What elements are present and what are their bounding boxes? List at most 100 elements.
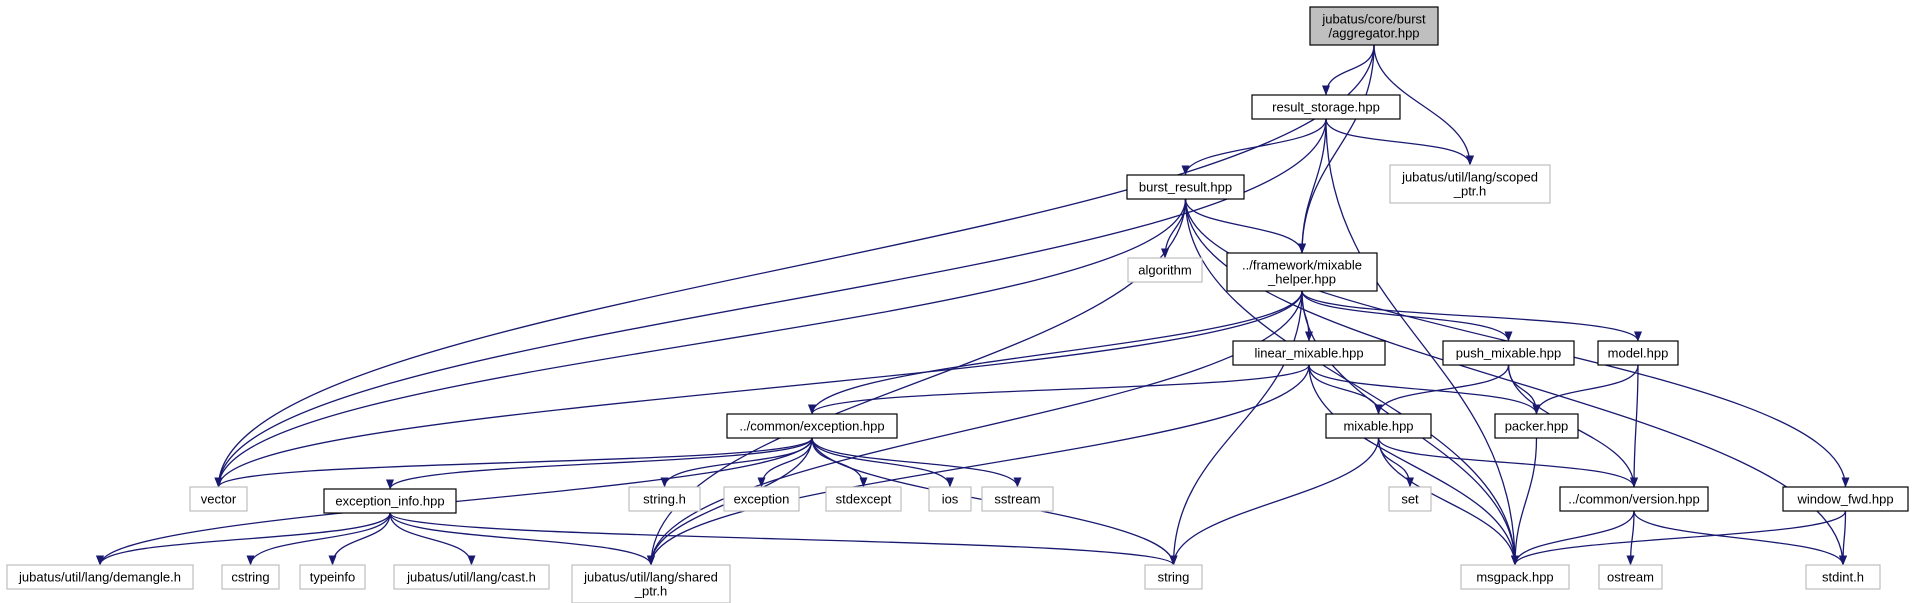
node-std-exception: exception [723,486,800,512]
edge-burst_result-to-algorithm [1161,198,1187,259]
node-mixable[interactable]: mixable.hpp [1325,413,1432,439]
node-cast: jubatus/util/lang/cast.h [393,564,550,590]
edge-version-to-ostream [1626,510,1635,566]
node-label: stdexcept [836,492,892,507]
edge-mixable-to-version [1377,437,1638,488]
node-label: string.h [643,492,686,507]
node-label: string [1158,570,1190,585]
edge-version-to-msgpack [1511,510,1635,566]
node-box [1126,174,1245,200]
node-box [1460,564,1570,590]
node-label: jubatus/util/lang/shared [583,570,718,585]
node-typeinfo: typeinfo [299,564,366,590]
node-label: mixable.hpp [1343,419,1413,434]
node-label: exception [734,492,790,507]
node-label: vector [201,492,237,507]
node-label: ../framework/mixable [1242,258,1362,273]
node-box [726,413,898,439]
node-box [299,564,366,590]
edge-result_storage-to-mixable_helper [1298,118,1327,254]
edge-mixable_helper-to-vector [214,290,1303,488]
node-push-mixable[interactable]: push_mixable.hpp [1442,340,1575,366]
edge-aggregator-to-scoped_ptr [1373,44,1474,166]
edge-window_fwd-to-msgpack [1511,510,1847,566]
node-aggregator[interactable]: jubatus/core/burst/aggregator.hpp [1309,6,1439,46]
node-window-fwd[interactable]: window_fwd.hpp [1782,486,1909,512]
edge-window_fwd-to-stdint [1839,510,1848,566]
node-label: ostream [1607,570,1654,585]
node-exception[interactable]: ../common/exception.hpp [726,413,898,439]
node-label: model.hpp [1608,346,1669,361]
edge-exception_info-to-typeinfo [328,512,391,566]
node-label: burst_result.hpp [1139,180,1232,195]
edge-push_mixable-to-packer [1507,364,1541,415]
node-label: set [1401,492,1419,507]
node-box [1389,164,1551,204]
node-sstream: sstream [981,486,1054,512]
edge-push_mixable-to-mixable [1374,364,1510,415]
node-box [1598,564,1663,590]
node-box [1226,252,1378,292]
edge-exception_info-to-demangle [96,512,391,566]
node-box [1144,564,1203,590]
edge-mixable_helper-to-string [1169,290,1303,566]
edge-linear_mixable-to-exception [808,364,1310,415]
node-label: jubatus/core/burst [1321,12,1426,27]
node-set: set [1388,486,1432,512]
node-burst-result[interactable]: burst_result.hpp [1126,174,1245,200]
node-result-storage[interactable]: result_storage.hpp [1251,94,1401,120]
node-label: typeinfo [310,570,356,585]
edge-linear_mixable-to-packer [1308,364,1541,415]
node-version[interactable]: ../common/version.hpp [1559,486,1709,512]
node-box [1309,6,1439,46]
node-box [1325,413,1432,439]
node-scoped-ptr: jubatus/util/lang/scoped_ptr.h [1389,164,1551,204]
node-model[interactable]: model.hpp [1597,340,1679,366]
node-label: exception_info.hpp [335,494,444,509]
node-box [1494,413,1579,439]
edge-exception-to-vector [214,437,813,488]
edge-aggregator-to-vector [214,44,1375,488]
node-box [1782,486,1909,512]
node-label: linear_mixable.hpp [1254,346,1363,361]
node-exception-info[interactable]: exception_info.hpp [323,488,457,514]
node-shared-ptr: jubatus/util/lang/shared_ptr.h [571,564,731,603]
node-label: packer.hpp [1505,419,1569,434]
node-box [825,486,902,512]
node-box [928,486,972,512]
node-label: ../common/version.hpp [1568,492,1700,507]
node-box [1251,94,1401,120]
node-label: msgpack.hpp [1476,570,1553,585]
node-label: jubatus/util/lang/cast.h [406,570,536,585]
edge-result_storage-to-vector [214,118,1327,488]
node-label: cstring [231,570,269,585]
node-label: sstream [994,492,1040,507]
edge-exception_info-to-cast [389,512,476,566]
node-label: /aggregator.hpp [1328,26,1419,41]
node-box [323,488,457,514]
edge-mixable-to-msgpack [1377,437,1519,566]
node-box [6,564,194,590]
node-ios: ios [928,486,972,512]
edge-result_storage-to-scoped_ptr [1325,118,1474,166]
edge-mixable_helper-to-push_mixable [1301,290,1513,342]
edge-packer-to-msgpack [1511,437,1538,566]
edge-exception-to-ios [811,437,954,488]
edge-exception-to-exception_info [386,437,813,490]
edge-linear_mixable-to-mixable [1308,364,1383,415]
node-stdexcept: stdexcept [825,486,902,512]
edge-model-to-packer [1532,364,1639,415]
node-demangle: jubatus/util/lang/demangle.h [6,564,194,590]
edge-linear_mixable-to-msgpack [1308,364,1519,566]
node-vector: vector [189,486,248,512]
node-label: ../common/exception.hpp [739,419,884,434]
node-linear-mixable[interactable]: linear_mixable.hpp [1232,340,1386,366]
node-mixable-helper[interactable]: ../framework/mixable_helper.hpp [1226,252,1378,292]
node-label: _helper.hpp [1267,272,1336,287]
node-box [1559,486,1709,512]
edge-exception_info-to-string [389,512,1178,566]
node-label: result_storage.hpp [1272,100,1380,115]
node-packer[interactable]: packer.hpp [1494,413,1579,439]
node-string: string [1144,564,1203,590]
